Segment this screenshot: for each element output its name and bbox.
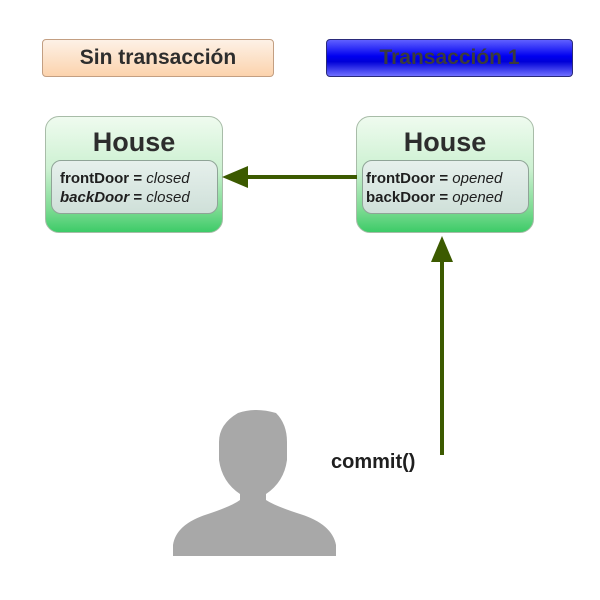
copy-arrow [222, 166, 357, 188]
field-equals: = [435, 170, 453, 187]
house-fields: frontDoor = opened backDoor = opened [362, 160, 529, 214]
person-silhouette [173, 410, 336, 556]
house-title: House [92, 127, 176, 157]
house-box-committed: House frontDoor = closed backDoor = clos… [45, 116, 223, 233]
field-equals: = [129, 170, 147, 187]
field-value: opened [452, 189, 503, 206]
field-equals: = [129, 189, 147, 206]
user-icon [173, 410, 336, 556]
house-box-transaction: House frontDoor = opened backDoor = open… [356, 116, 534, 233]
field-row-front-door: frontDoor = closed [60, 169, 217, 188]
transaction-label: Transacción 1 [326, 39, 573, 77]
transaction-label-text: Transacción 1 [379, 46, 520, 69]
commit-arrow [431, 236, 453, 455]
field-value: opened [452, 170, 503, 187]
field-value: closed [146, 170, 190, 187]
field-value: closed [146, 189, 190, 206]
no-transaction-label: Sin transacción [42, 39, 274, 77]
commit-arrow-head [431, 236, 453, 262]
field-name: frontDoor [60, 170, 130, 187]
commit-label: commit() [331, 451, 416, 473]
field-name: frontDoor [366, 170, 436, 187]
field-name: backDoor [366, 189, 436, 206]
field-row-front-door: frontDoor = opened [366, 169, 528, 188]
house-title: House [403, 127, 487, 157]
field-name: backDoor [60, 189, 130, 206]
field-equals: = [435, 189, 453, 206]
no-transaction-label-text: Sin transacción [79, 46, 237, 69]
house-fields: frontDoor = closed backDoor = closed [51, 160, 218, 214]
copy-arrow-head [222, 166, 248, 188]
field-row-back-door: backDoor = closed [60, 188, 217, 207]
field-row-back-door: backDoor = opened [366, 188, 528, 207]
